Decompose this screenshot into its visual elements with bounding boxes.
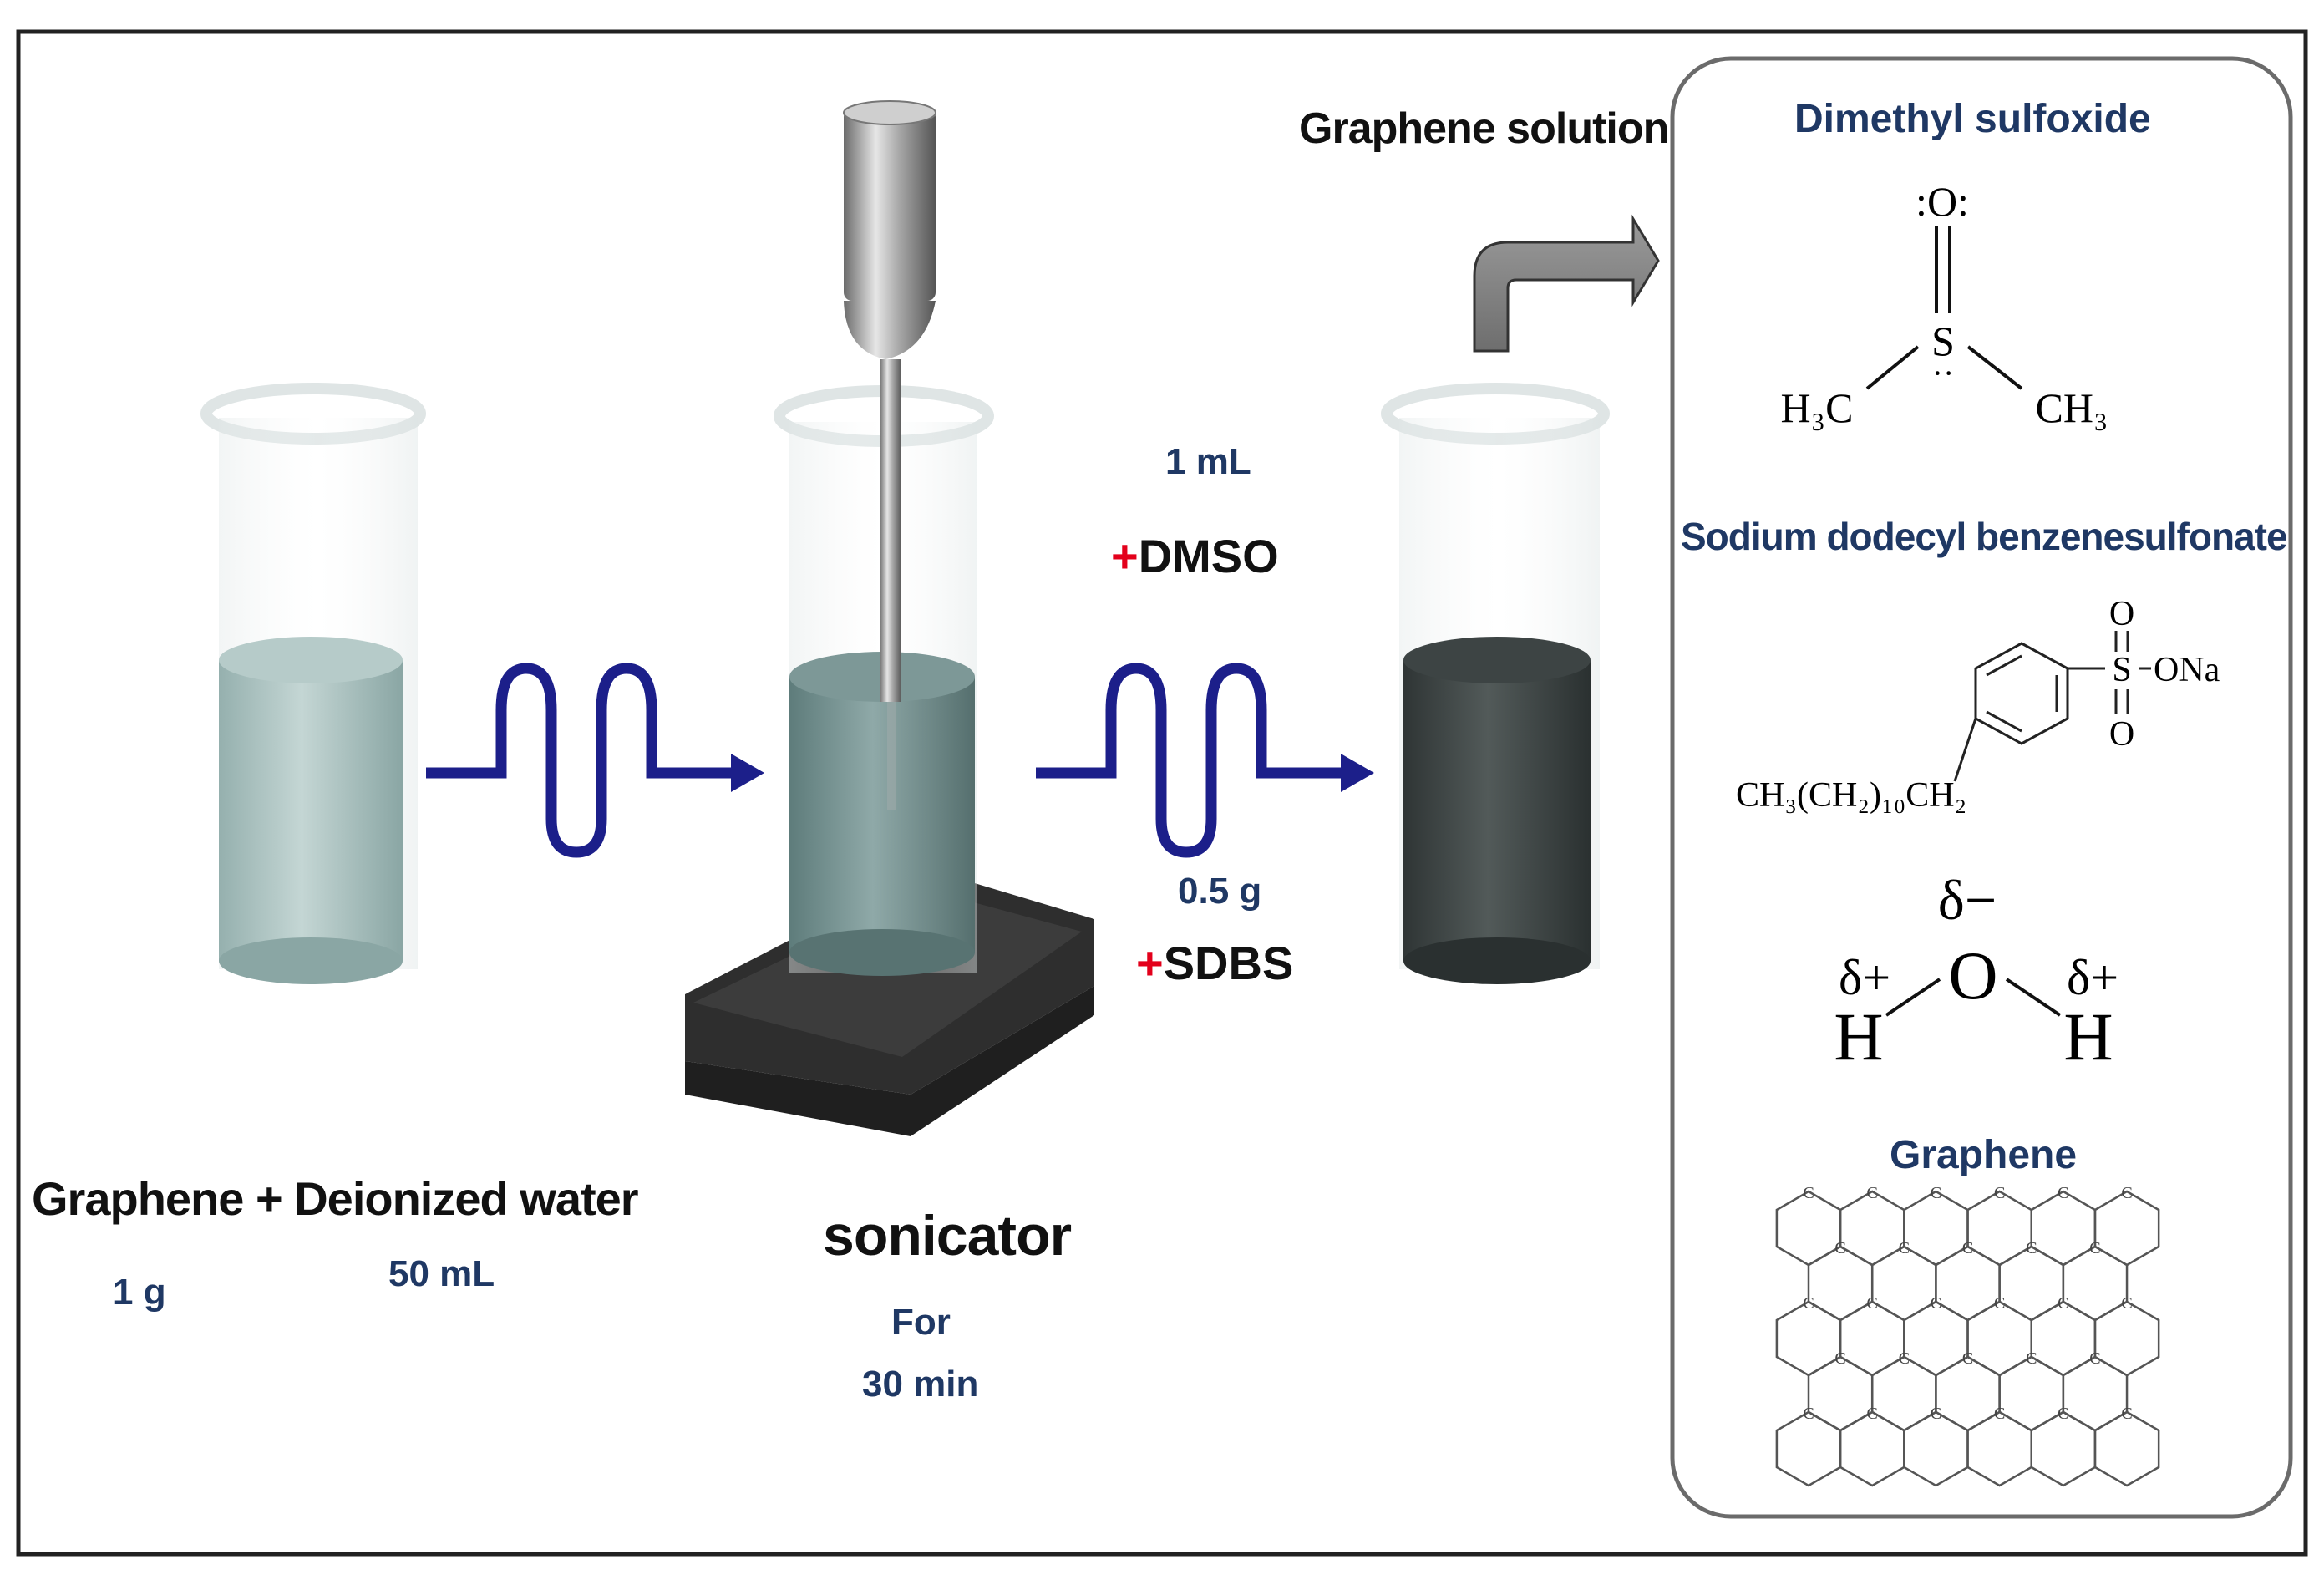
water-delta-plus-left: δ+ — [1839, 950, 1890, 1005]
water-delta-minus: δ− — [1938, 868, 1997, 932]
graphene-atom-label: C — [2026, 1239, 2037, 1257]
graphene-hexagon — [2093, 1410, 2160, 1487]
liquid-dark — [1403, 637, 1591, 984]
sdbs-o-bottom: O — [2109, 715, 2134, 754]
graphene-atom-label: C — [2089, 1349, 2100, 1368]
graphene-atom-label: C — [2121, 1405, 2132, 1423]
compounds-panel — [1670, 56, 2293, 1519]
graphene-atom-label: C — [1834, 1239, 1845, 1257]
duration-label: 30 min — [862, 1364, 979, 1405]
graphene-atom-label: C — [1931, 1184, 1941, 1202]
sdbs-chain-label: CH₃(CH₂)₁₀CH₂ — [1736, 776, 1966, 815]
amount-graphene-label: 1 g — [113, 1272, 166, 1313]
dmso-add-label: +DMSO — [1111, 529, 1279, 583]
dmso-right-group: CH₃ — [2036, 384, 2108, 431]
wavy-arrow-1-head — [731, 754, 764, 792]
dmso-s-label: S — [1931, 318, 1955, 364]
wavy-arrow-1 — [426, 663, 735, 858]
graphene-atom-label: C — [1931, 1294, 1941, 1313]
sonicator-device — [685, 100, 1094, 1136]
water-delta-plus-right: δ+ — [2067, 950, 2118, 1005]
probe-horn — [843, 100, 936, 810]
graphene-atom-label: C — [1962, 1349, 1973, 1368]
dmso-structure: :O: S ·· H₃C CH₃ — [1781, 178, 2108, 431]
graphene-atom-label: C — [2026, 1349, 2037, 1368]
dmso-left-group: H₃C — [1781, 384, 1854, 431]
graphene-atom-label: C — [2089, 1239, 2100, 1257]
sdbs-text: SDBS — [1163, 937, 1294, 989]
graphene-atom-label: C — [1803, 1405, 1814, 1423]
dmso-text: DMSO — [1138, 530, 1279, 582]
wavy-arrow-2 — [1036, 663, 1345, 858]
sdbs-ona-label: ONa — [2154, 651, 2220, 689]
water-o-label: O — [1948, 937, 1997, 1014]
dmso-lone-pair: ·· — [1932, 354, 1955, 392]
graphene-atom-label: C — [2058, 1184, 2068, 1202]
graphene-atom-label: C — [1994, 1405, 2005, 1423]
graphene-atom-label: C — [1834, 1349, 1845, 1368]
graphene-water-label: Graphene + Deionized water — [32, 1172, 639, 1225]
water-structure: δ− O H H δ+ δ+ — [1834, 868, 2118, 1075]
graphene-atom-label: C — [1867, 1184, 1878, 1202]
graphene-atom-label: C — [1994, 1294, 2005, 1313]
graphene-atom-label: C — [1803, 1184, 1814, 1202]
graphene-title: Graphene — [1890, 1133, 2078, 1177]
graphene-atom-label: C — [1899, 1349, 1910, 1368]
graphene-atom-label: C — [1899, 1239, 1910, 1257]
graphene-atom-label: C — [1867, 1294, 1878, 1313]
graphene-atom-label: C — [1867, 1405, 1878, 1423]
water-h-right: H — [2063, 998, 2113, 1075]
sonicator-label: sonicator — [823, 1204, 1072, 1268]
sdbs-plus-sign: + — [1136, 937, 1164, 989]
sdbs-o-top: O — [2109, 595, 2134, 633]
dmso-plus-sign: + — [1111, 530, 1139, 582]
sdbs-amount-label: 0.5 g — [1178, 871, 1262, 912]
for-label: For — [891, 1302, 951, 1343]
sdbs-s-label: S — [2112, 651, 2131, 689]
graphene-atom-label: C — [2121, 1294, 2132, 1313]
outer-frame — [16, 29, 2308, 1557]
sdbs-structure: S O O ONa CH₃(CH₂)₁₀CH₂ — [1736, 595, 2220, 815]
graphene-atom-label: C — [2058, 1405, 2068, 1423]
graphene-atom-label: C — [1994, 1184, 2005, 1202]
tube-graphene-water — [200, 383, 426, 984]
graphene-atom-label: C — [1931, 1405, 1941, 1423]
dmso-amount-label: 1 mL — [1165, 441, 1251, 482]
bent-arrow — [1473, 214, 1660, 353]
tube-graphene-solution — [1381, 383, 1610, 984]
sdbs-title: Sodium dodecyl benzenesulfonate — [1681, 515, 2288, 558]
graphene-atom-label: C — [2121, 1184, 2132, 1202]
liquid-clear — [219, 637, 403, 984]
wavy-arrow-2-head — [1341, 754, 1374, 792]
sdbs-add-label: +SDBS — [1136, 936, 1293, 990]
graphene-solution-label: Graphene solution — [1299, 104, 1669, 153]
graphene-atom-label: C — [1803, 1294, 1814, 1313]
dmso-o-label: :O: — [1916, 178, 1969, 225]
dmso-title: Dimethyl sulfoxide — [1794, 97, 2151, 141]
graphene-atom-label: C — [2058, 1294, 2068, 1313]
liquid-mid — [789, 652, 975, 976]
water-h-left: H — [1834, 998, 1883, 1075]
graphene-lattice: C C C C C C C C C C C C C C C C C C C C C C C C C C C C — [1775, 1184, 2160, 1487]
graphene-atom-label: C — [1962, 1239, 1973, 1257]
amount-water-label: 50 mL — [388, 1253, 495, 1294]
